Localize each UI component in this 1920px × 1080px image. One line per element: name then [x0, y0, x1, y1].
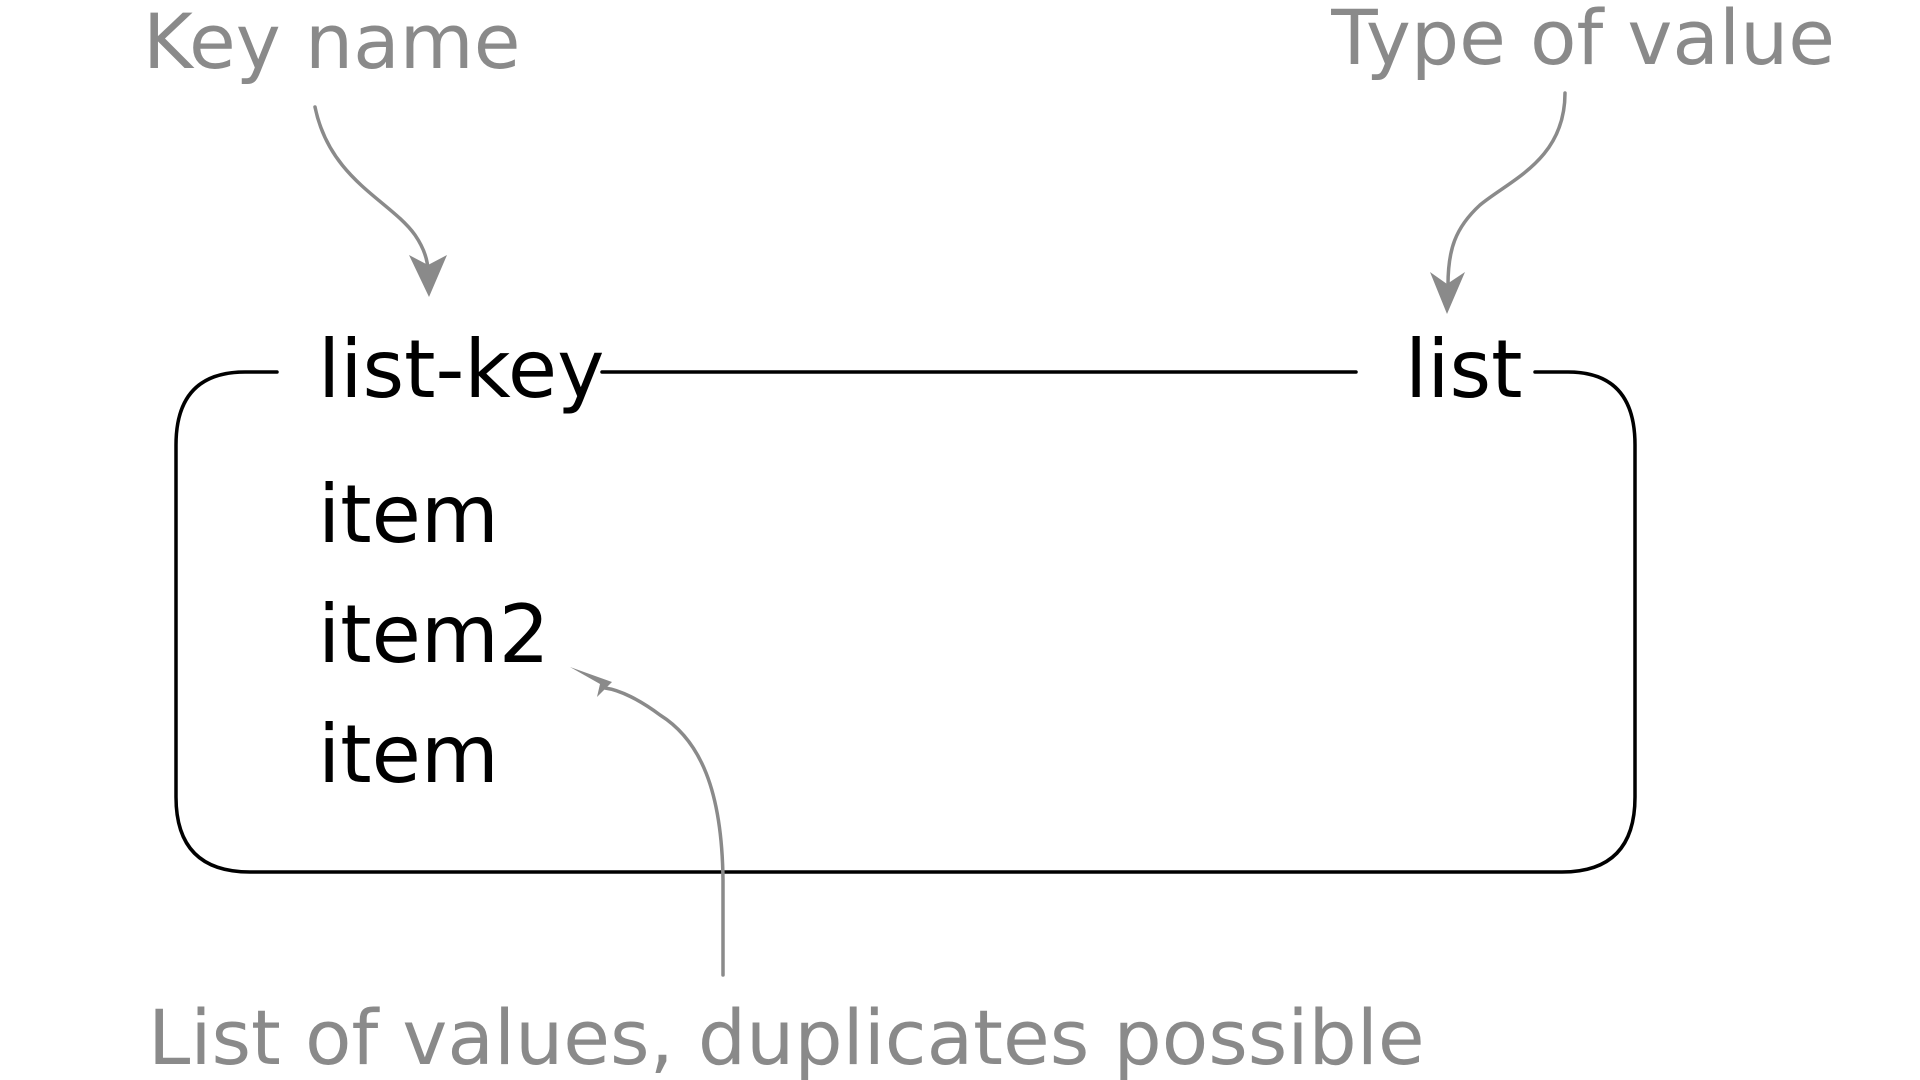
list-item: item — [318, 468, 499, 561]
key-name-annotation: Key name — [143, 0, 520, 86]
type-of-value-arrow-head — [1430, 272, 1465, 314]
key-name-arrow-head — [409, 255, 447, 297]
list-container-box — [174, 370, 1637, 874]
list-item: item — [318, 708, 499, 801]
type-of-value-annotation: Type of value — [1330, 0, 1835, 82]
list-key-label: list-key — [318, 323, 604, 416]
type-of-value-arrow-line — [1446, 91, 1567, 287]
list-items: item item2 item — [318, 468, 550, 801]
values-note-arrow — [570, 667, 725, 977]
key-name-arrow-line — [313, 105, 430, 274]
list-item: item2 — [318, 588, 550, 681]
list-type-label: list — [1405, 323, 1523, 416]
type-of-value-arrow — [1430, 91, 1567, 314]
values-note-arrow-head — [570, 667, 612, 697]
values-note-arrow-line — [603, 686, 725, 977]
key-name-arrow — [313, 105, 447, 297]
values-note-annotation: List of values, duplicates possible — [148, 993, 1425, 1080]
box-outline — [174, 370, 1637, 874]
